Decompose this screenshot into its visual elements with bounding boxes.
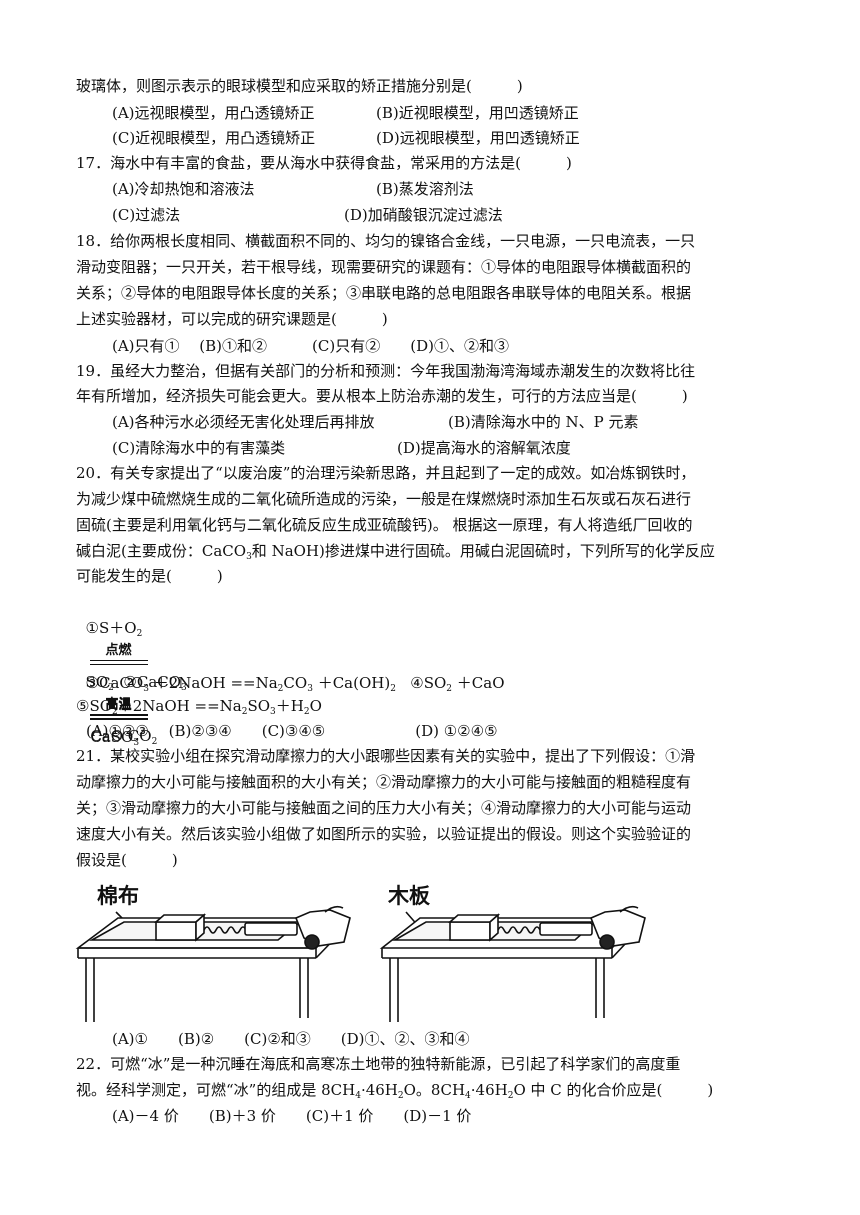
reaction-row-2: ③CaCO3 ＋2NaOH ==Na2CO3 ＋Ca(OH)2 ④SO2 ＋Ca… — [85, 674, 505, 748]
q21-line-5: 假设是( ) — [76, 851, 178, 869]
reaction-row-1: ①S＋O2 点燃 SO2 ②CaCO3 高温 CaO CO2 — [85, 619, 187, 747]
condition-high-temp-1: 高温 — [88, 698, 150, 726]
condition-ignite: 点燃 — [88, 644, 150, 672]
q20-line-2: 为减少煤中硫燃烧生成的二氧化硫所造成的污染，一般是在煤燃烧时添加生石灰或石灰石进… — [76, 490, 692, 508]
q21-line-3: 关；③滑动摩擦力的大小可能与接触面之间的压力大小有关；④滑动摩擦力的大小可能与运… — [76, 799, 692, 817]
q19-option-a: (A)各种污水必须经无害化处理后再排放 — [112, 413, 375, 431]
q20-line-3: 固硫(主要是利用氧化钙与二氧化硫反应生成亚硫酸钙)。 根据这一原理，有人将造纸厂… — [76, 516, 693, 534]
q18-line-2: 滑动变阻器；一只开关，若干根导线，现需要研究的课题有：①导体的电阻跟导体横截面积… — [76, 258, 692, 276]
q16-option-d: (D)远视眼模型，用凹透镜矫正 — [376, 129, 580, 147]
q21-options: (A)① (B)② (C)②和③ (D)①、②、③和④ — [112, 1030, 470, 1048]
q21-line-2: 动摩擦力的大小可能与接触面积的大小有关；②滑动摩擦力的大小可能与接触面的粗糙程度… — [76, 773, 692, 791]
q17-option-c: (C)过滤法 — [112, 206, 181, 224]
q19-line-2: 年有所增加，经济损失可能会更大。要从根本上防治赤潮的发生，可行的方法应当是( ) — [76, 387, 688, 405]
q19-option-d: (D)提高海水的溶解氧浓度 — [397, 439, 571, 457]
q22-options: (A)－4 价 (B)＋3 价 (C)＋1 价 (D)－1 价 — [112, 1107, 472, 1125]
q22-line-2: 视。经科学测定，可燃“冰”的组成是 8CH4·46H2O。8CH4·46H2O … — [76, 1081, 714, 1101]
q21-line-4: 速度大小有关。然后该实验小组做了如图所示的实验，以验证提出的假设。则这个实验验证… — [76, 825, 692, 843]
q22-line-2e: O 中 C 的化合价应是( ) — [513, 1081, 714, 1099]
q18-options: (A)只有① (B)①和② (C)只有② (D)①、②和③ — [112, 337, 509, 355]
wood-board-label: 木板 — [388, 884, 430, 908]
q18-line-3: 关系；②导体的电阻跟导体长度的关系；③串联电路的总电阻跟各串联导体的电阻关系。根… — [76, 284, 692, 302]
condition-high-temp-2: 高温 — [88, 699, 150, 727]
q22-line-2c: O。8CH — [403, 1081, 466, 1099]
q17-option-d: (D)加硝酸银沉淀过滤法 — [344, 206, 503, 224]
q16-option-b: (B)近视眼模型，用凹透镜矫正 — [376, 104, 579, 122]
q16-option-a: (A)远视眼模型，用凸透镜矫正 — [112, 104, 315, 122]
q18-line-1: 18．给你两根长度相同、横截面积不同的、均匀的镍铬合金线，一只电源，一只电流表，… — [76, 232, 696, 250]
q22-line-2a: 视。经科学测定，可燃“冰”的组成是 8CH — [76, 1081, 356, 1099]
q18-line-4: 上述实验器材，可以完成的研究课题是( ) — [76, 310, 388, 328]
q22-line-2d: ·46H — [470, 1081, 508, 1099]
q21-line-1: 21．某校实验小组在探究滑动摩擦力的大小跟哪些因素有关的实验中，提出了下列假设：… — [76, 747, 696, 765]
q17-stem: 17．海水中有丰富的食盐，要从海水中获得食盐，常采用的方法是( ) — [76, 154, 572, 172]
q16-option-c: (C)近视眼模型，用凸透镜矫正 — [112, 129, 316, 147]
q19-option-c: (C)清除海水中的有害藻类 — [112, 439, 286, 457]
q17-option-a: (A)冷却热饱和溶液法 — [112, 180, 255, 198]
q22-line-2b: ·46H — [360, 1081, 398, 1099]
q19-option-b: (B)清除海水中的 N、P 元素 — [448, 413, 639, 431]
q20-line-5: 可能发生的是( ) — [76, 567, 223, 585]
cotton-cloth-label: 棉布 — [97, 884, 139, 908]
q17-option-b: (B)蒸发溶剂法 — [376, 180, 474, 198]
q20-line-4: 碱白泥(主要成份：CaCO3和 NaOH)掺进煤中进行固硫。用碱白泥固硫时，下列… — [76, 542, 715, 562]
q20-line-4a: 碱白泥(主要成份：CaCO — [76, 542, 247, 560]
q20-options: (A)①②③ (B)②③④ (C)③④⑤ (D) ①②④⑤ — [86, 722, 498, 740]
q19-line-1: 19．虽经大力整治，但据有关部门的分析和预测：今年我国渤海湾海域赤潮发生的次数将… — [76, 362, 696, 380]
q22-line-1: 22．可燃“冰”是一种沉睡在海底和高寒冻土地带的独特新能源，已引起了科学家们的高… — [76, 1055, 681, 1073]
q20-line-4b: 和 NaOH)掺进煤中进行固硫。用碱白泥固硫时，下列所写的化学反应 — [251, 542, 715, 560]
reaction-row-3: ⑤SO2＋2NaOH ==Na2SO3＋H2O — [76, 697, 322, 717]
q20-line-1: 20．有关专家提出了“以废治废”的治理污染新思路，并且起到了一定的成效。如冶炼钢… — [76, 464, 696, 482]
q16-tail: 玻璃体，则图示表示的眼球模型和应采取的矫正措施分别是( ) — [76, 77, 523, 95]
